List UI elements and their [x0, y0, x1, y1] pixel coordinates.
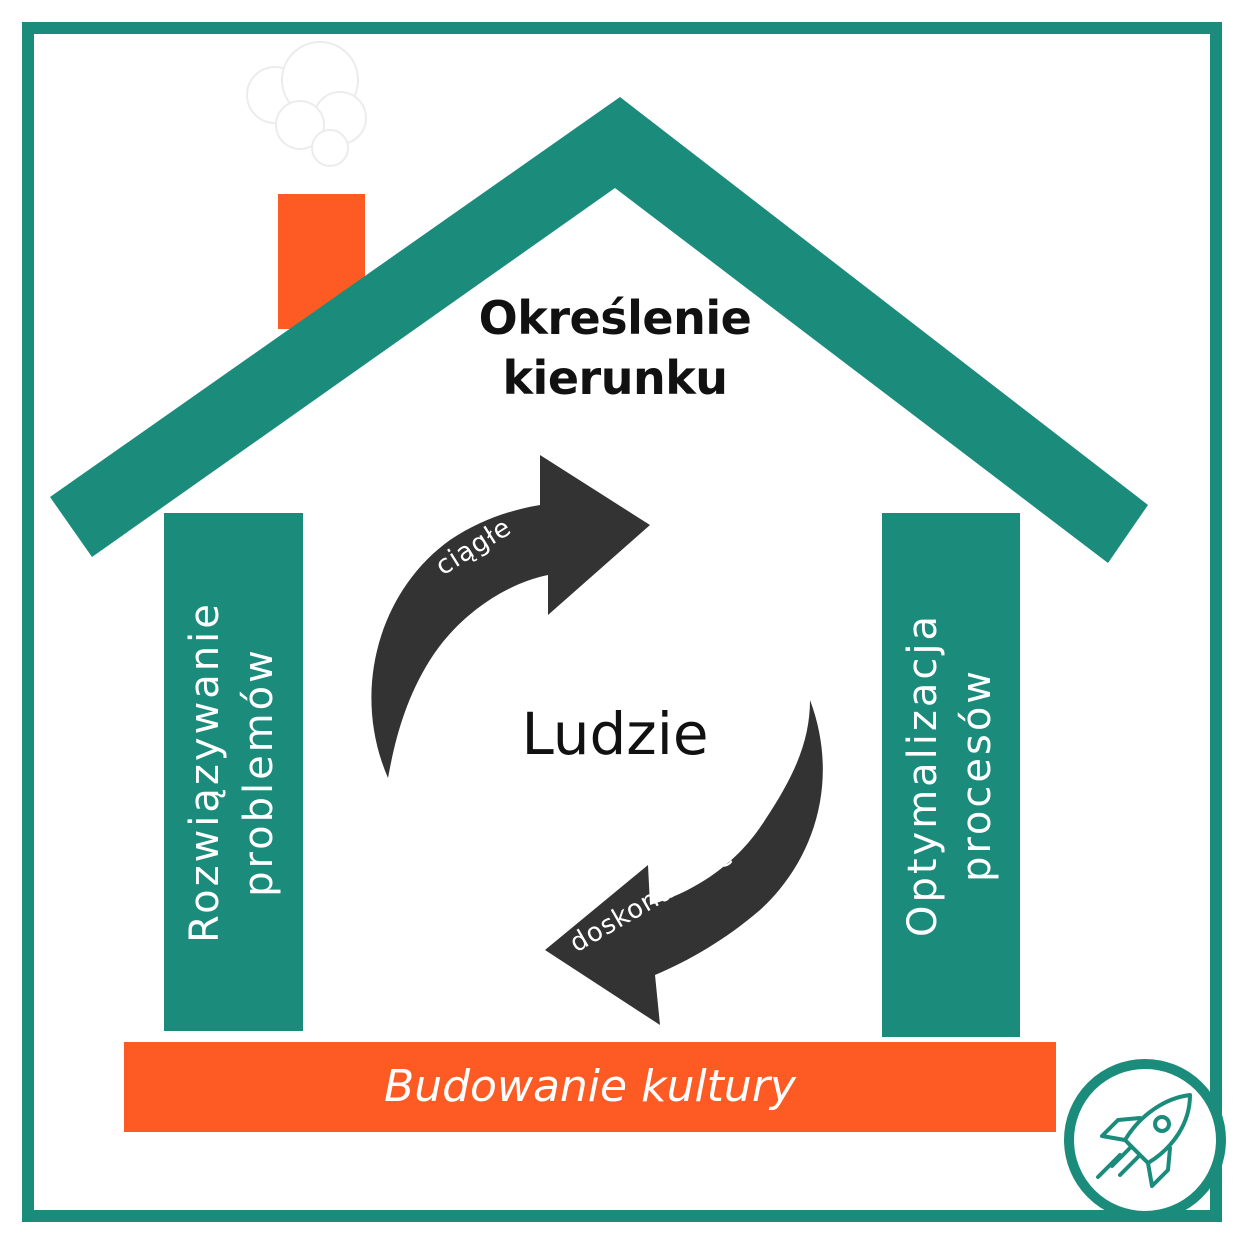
pillar-right: [882, 513, 1020, 1037]
pillar-right-label: Optymalizacja procesów: [896, 565, 1006, 985]
roof-title: Określenie kierunku: [395, 288, 835, 408]
arrow-top: [371, 455, 650, 778]
rocket-badge: [1064, 1059, 1226, 1221]
center-label: Ludzie: [521, 700, 709, 768]
roof-title-line1: Określenie: [478, 291, 752, 345]
foundation-label: Budowanie kultury: [384, 1061, 796, 1112]
chimney-smoke: [246, 41, 367, 167]
foundation: [124, 1042, 1056, 1132]
pillar-left-label: Rozwiązywanie problemów: [178, 562, 288, 982]
pillar-left: [164, 513, 303, 1031]
rocket-icon: [1096, 1093, 1192, 1188]
roof: [50, 97, 1148, 563]
roof-title-line2: kierunku: [502, 351, 728, 405]
pillar-left-line1: Rozwiązywanie: [182, 601, 228, 943]
pillar-right-line2: procesów: [954, 667, 1000, 883]
arrow-bottom: [545, 700, 823, 1025]
pillar-right-line1: Optymalizacja: [900, 612, 946, 938]
pillar-left-line2: problemów: [236, 647, 282, 897]
outer-frame: [22, 22, 1222, 1222]
